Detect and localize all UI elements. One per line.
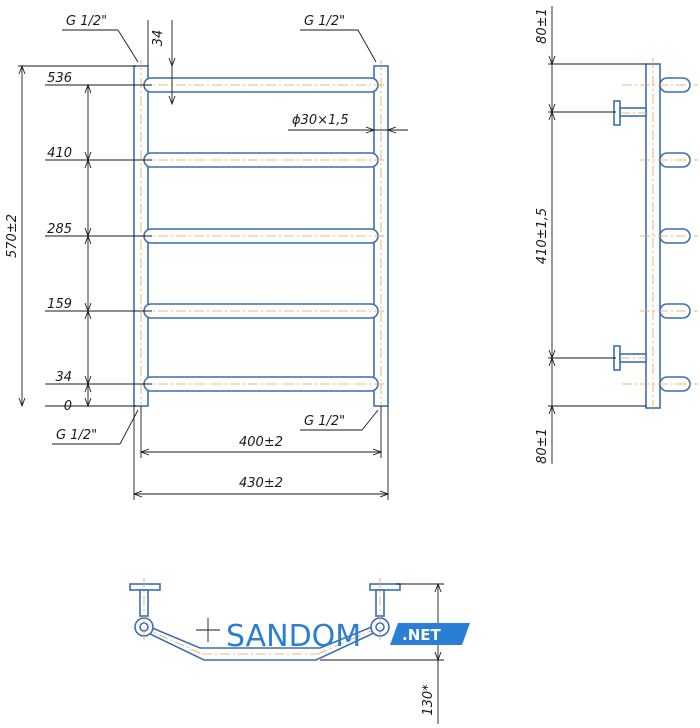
level-label-536: 536 bbox=[47, 71, 72, 86]
level-label-0: 0 bbox=[64, 399, 72, 414]
level-label-285: 285 bbox=[47, 222, 72, 237]
tube-spec-label: ϕ30×1,5 bbox=[292, 113, 349, 128]
watermark-badge bbox=[390, 623, 470, 645]
watermark-suffix: .NET bbox=[402, 626, 441, 644]
depth-label: 130* bbox=[421, 684, 436, 716]
total-height-label: 570±2 bbox=[5, 214, 20, 258]
total-width-label: 430±2 bbox=[239, 476, 283, 491]
watermark-main: SANDOM bbox=[226, 619, 361, 654]
side-bracket-top bbox=[613, 100, 621, 126]
level-label-34: 34 bbox=[55, 370, 72, 385]
side-top-offset-label: 80±1 bbox=[535, 8, 550, 44]
thread-label-bottom-left: G 1/2" bbox=[56, 428, 97, 443]
top-offset-label: 34 bbox=[151, 30, 166, 47]
top-view: 130* bbox=[129, 578, 444, 724]
inner-width-label: 400±2 bbox=[239, 435, 283, 450]
sandom-watermark: SANDOM .NET bbox=[226, 619, 470, 654]
top-view-tube bbox=[137, 621, 385, 649]
front-view: 570±2 536 410 285 159 34 0 G 1/2" 34 G 1… bbox=[5, 14, 408, 500]
side-bottom-offset-label: 80±1 bbox=[535, 428, 550, 464]
thread-label-bottom-right: G 1/2" bbox=[304, 414, 345, 429]
thread-label-top-left: G 1/2" bbox=[66, 14, 107, 29]
level-label-410: 410 bbox=[47, 146, 72, 161]
side-center-distance-label: 410±1,5 bbox=[535, 208, 550, 264]
thread-label-top-right: G 1/2" bbox=[304, 14, 345, 29]
level-label-159: 159 bbox=[47, 297, 72, 312]
side-view: 80±1 410±1,5 80±1 bbox=[535, 6, 698, 464]
